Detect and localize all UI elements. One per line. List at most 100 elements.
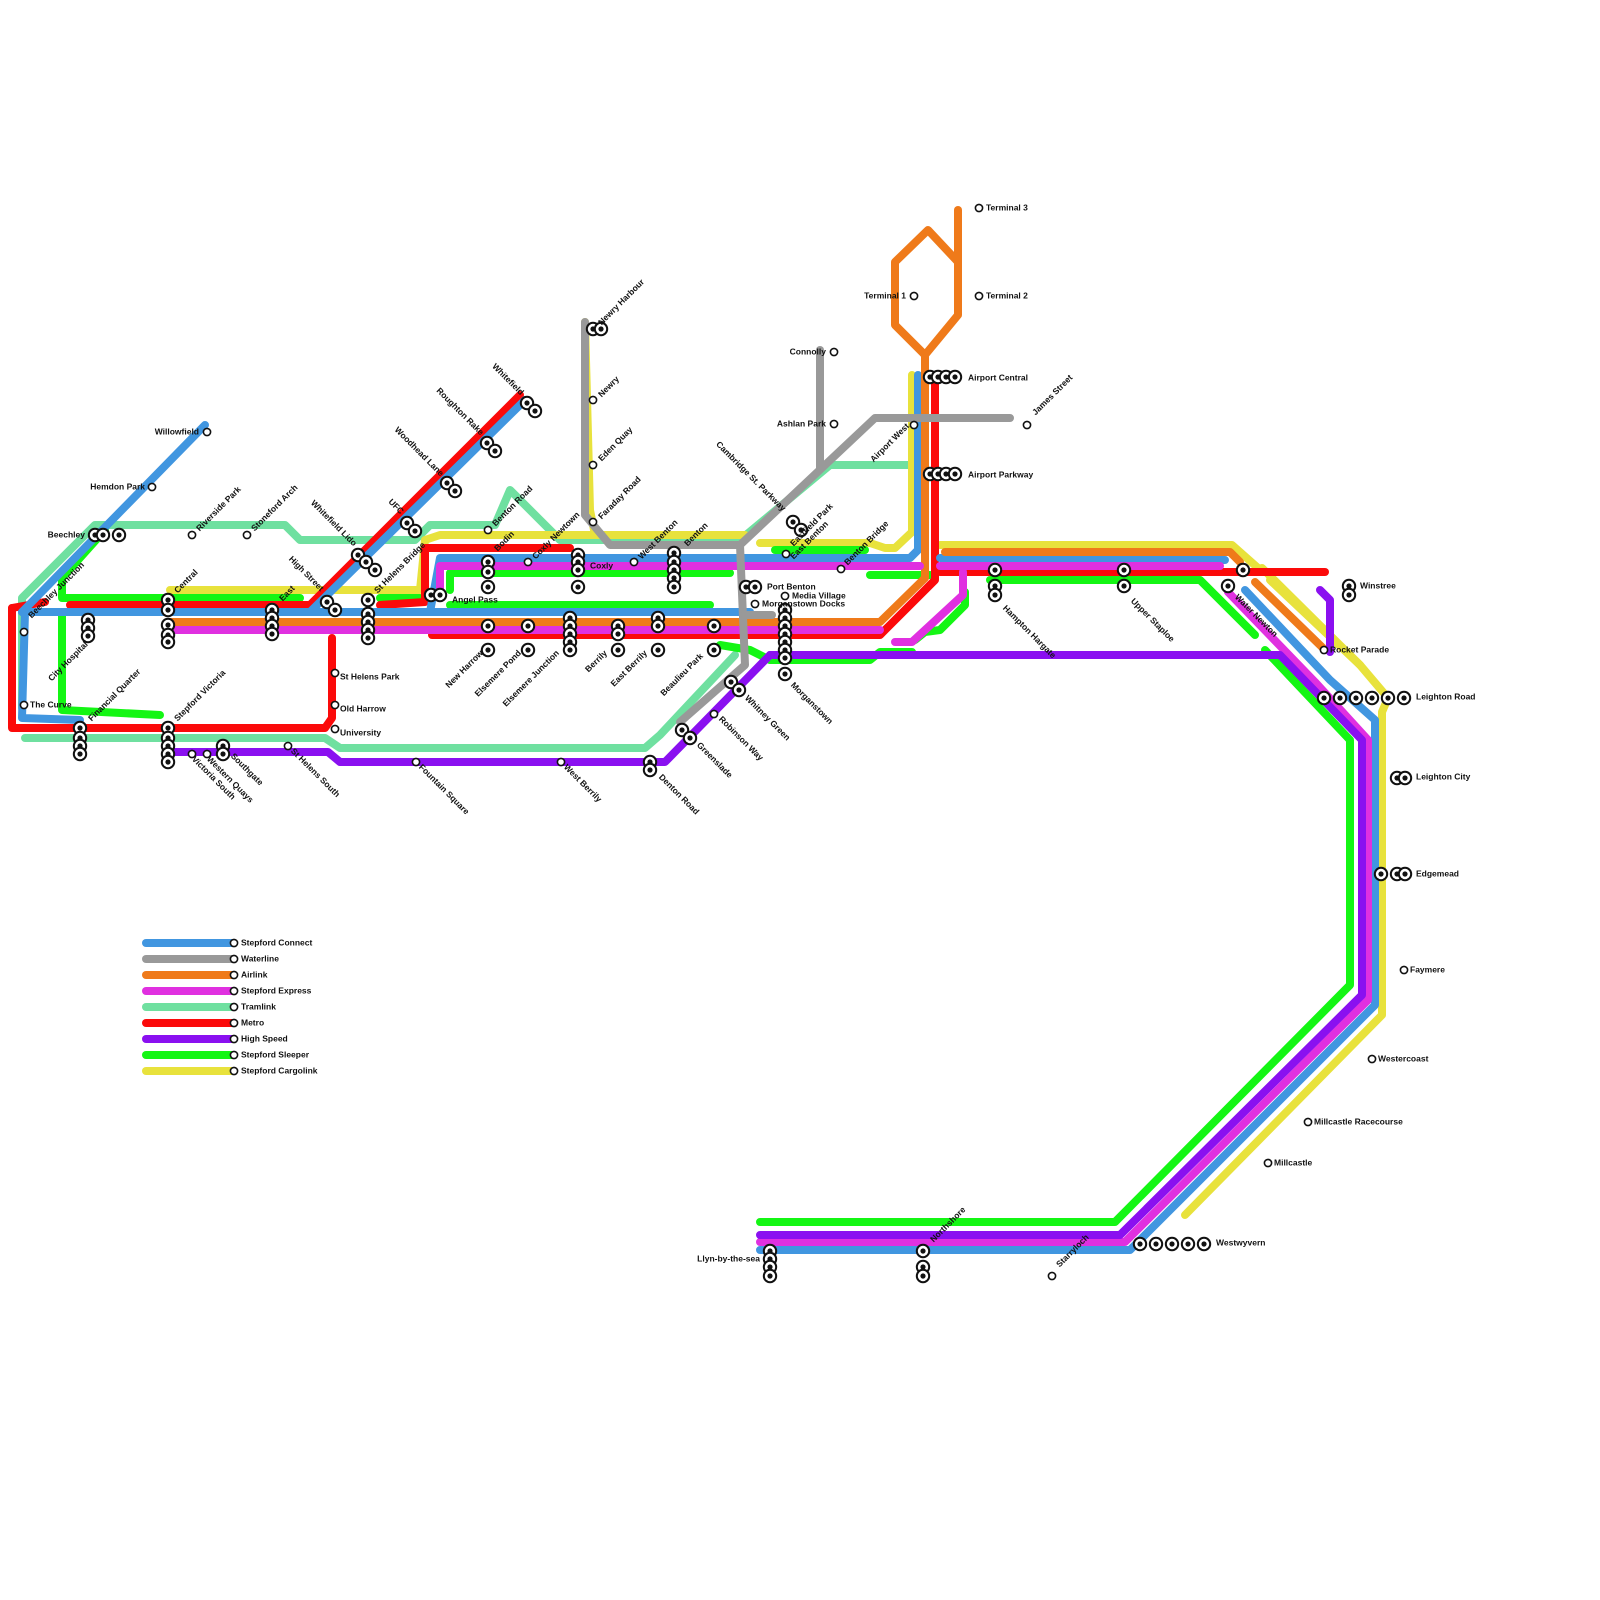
station-marker-old-harrow[interactable] bbox=[331, 701, 338, 708]
station-label-newry[interactable]: Newry bbox=[596, 374, 621, 399]
station-marker-terminal-3[interactable] bbox=[975, 204, 982, 211]
interchange-marker-elsemere-pond-1[interactable] bbox=[521, 619, 535, 633]
interchange-marker-upper-staploe-2[interactable] bbox=[1117, 579, 1131, 593]
interchange-marker-greenslade-2[interactable] bbox=[683, 731, 697, 745]
interchange-marker-east-4[interactable] bbox=[265, 627, 279, 641]
station-label-faraday-road[interactable]: Faraday Road bbox=[596, 474, 643, 521]
station-label-rocket-parade[interactable]: Rocket Parade bbox=[1330, 644, 1389, 654]
station-label-stepford-victoria[interactable]: Stepford Victoria bbox=[172, 667, 228, 723]
interchange-marker-denton-road-2[interactable] bbox=[643, 763, 657, 777]
station-marker-starryloch[interactable] bbox=[1048, 1272, 1055, 1279]
interchange-marker-benton-5[interactable] bbox=[667, 580, 681, 594]
station-marker-beechley-junction[interactable] bbox=[20, 628, 27, 635]
interchange-marker-leighton-road-4[interactable] bbox=[1365, 691, 1379, 705]
station-label-coxly[interactable]: Coxly bbox=[590, 560, 613, 570]
station-label-the-curve[interactable]: The Curve bbox=[30, 699, 72, 709]
interchange-marker-new-harrow-1[interactable] bbox=[481, 619, 495, 633]
station-label-terminal-2[interactable]: Terminal 2 bbox=[986, 290, 1028, 300]
station-label-woodhead-lane[interactable]: Woodhead Lane bbox=[393, 425, 447, 479]
interchange-marker-northshore-1[interactable] bbox=[916, 1244, 930, 1258]
station-label-hemdon-park[interactable]: Hemdon Park bbox=[90, 481, 145, 491]
station-label-airport-parkway[interactable]: Airport Parkway bbox=[968, 469, 1033, 479]
station-marker-fountain-square[interactable] bbox=[412, 758, 419, 765]
interchange-marker-leighton-city-2[interactable] bbox=[1398, 771, 1412, 785]
station-label-robinson-way[interactable]: Robinson Way bbox=[717, 714, 766, 763]
interchange-marker-airport-central-4[interactable] bbox=[948, 370, 962, 384]
interchange-marker-central-5[interactable] bbox=[161, 635, 175, 649]
interchange-marker-ufc-2[interactable] bbox=[408, 524, 422, 538]
station-label-whitney-green[interactable]: Whitney Green bbox=[743, 693, 792, 742]
station-label-newry-harbour[interactable]: Newry Harbour bbox=[596, 276, 647, 327]
station-marker-riverside-park[interactable] bbox=[188, 531, 195, 538]
station-label-westercoast[interactable]: Westercoast bbox=[1378, 1053, 1429, 1063]
station-label-st-helens-park[interactable]: St Helens Park bbox=[340, 671, 400, 681]
station-label-whitefield[interactable]: Whitefield bbox=[490, 361, 526, 397]
interchange-marker-elsemere-junction-5[interactable] bbox=[563, 643, 577, 657]
interchange-marker-leighton-road-3[interactable] bbox=[1349, 691, 1363, 705]
interchange-marker-hampton-hargate-1[interactable] bbox=[988, 563, 1002, 577]
interchange-marker-water-newton-1[interactable] bbox=[1236, 563, 1250, 577]
station-marker-connolly[interactable] bbox=[830, 348, 837, 355]
station-marker-the-curve[interactable] bbox=[20, 701, 27, 708]
interchange-marker-water-newton-2[interactable] bbox=[1221, 579, 1235, 593]
station-label-ashlan-park[interactable]: Ashlan Park bbox=[777, 418, 826, 428]
interchange-marker-st-helens-bridge-1[interactable] bbox=[361, 593, 375, 607]
interchange-marker-edgemead-1[interactable] bbox=[1374, 867, 1388, 881]
interchange-marker-berrily-3[interactable] bbox=[611, 643, 625, 657]
interchange-marker-angel-pass-2[interactable] bbox=[433, 588, 447, 602]
interchange-marker-whitefield-lido-2[interactable] bbox=[359, 555, 373, 569]
station-label-terminal-3[interactable]: Terminal 3 bbox=[986, 202, 1028, 212]
station-marker-stoneford-arch[interactable] bbox=[243, 531, 250, 538]
interchange-marker-bodin-3[interactable] bbox=[481, 580, 495, 594]
station-label-old-harrow[interactable]: Old Harrow bbox=[340, 703, 386, 713]
interchange-marker-east-berrily-3[interactable] bbox=[651, 643, 665, 657]
station-label-leighton-city[interactable]: Leighton City bbox=[1416, 771, 1471, 781]
station-marker-newry[interactable] bbox=[589, 396, 596, 403]
station-marker-ashlan-park[interactable] bbox=[830, 420, 837, 427]
station-label-faymere[interactable]: Faymere bbox=[1410, 964, 1445, 974]
station-marker-faraday-road[interactable] bbox=[589, 518, 596, 525]
station-label-fountain-square[interactable]: Fountain Square bbox=[417, 762, 472, 817]
interchange-marker-east-berrily-2[interactable] bbox=[651, 619, 665, 633]
station-label-airport-central[interactable]: Airport Central bbox=[968, 372, 1028, 382]
station-marker-st-helens-park[interactable] bbox=[331, 669, 338, 676]
interchange-marker-coxly-4[interactable] bbox=[571, 580, 585, 594]
interchange-marker-westwyvern-1[interactable] bbox=[1133, 1237, 1147, 1251]
station-label-millcastle[interactable]: Millcastle bbox=[1274, 1157, 1313, 1167]
station-label-edgemead[interactable]: Edgemead bbox=[1416, 868, 1459, 878]
station-label-eden-quay[interactable]: Eden Quay bbox=[596, 424, 635, 463]
interchange-marker-northshore-3[interactable] bbox=[916, 1269, 930, 1283]
station-label-westwyvern[interactable]: Westwyvern bbox=[1216, 1237, 1265, 1247]
interchange-marker-winstree-2[interactable] bbox=[1342, 588, 1356, 602]
interchange-marker-leighton-road-1[interactable] bbox=[1317, 691, 1331, 705]
interchange-marker-llyn-by-the-sea-4[interactable] bbox=[763, 1269, 777, 1283]
station-marker-james-street[interactable] bbox=[1023, 421, 1030, 428]
station-marker-robinson-way[interactable] bbox=[710, 710, 717, 717]
interchange-marker-coxly-3[interactable] bbox=[571, 563, 585, 577]
station-marker-millcastle-racecourse[interactable] bbox=[1304, 1118, 1311, 1125]
interchange-marker-leighton-road-6[interactable] bbox=[1397, 691, 1411, 705]
station-marker-coxly-newtown[interactable] bbox=[524, 558, 531, 565]
interchange-marker-central-2[interactable] bbox=[161, 603, 175, 617]
station-label-beechley[interactable]: Beechley bbox=[48, 529, 86, 539]
interchange-marker-airport-parkway-4[interactable] bbox=[948, 467, 962, 481]
station-marker-eden-quay[interactable] bbox=[589, 461, 596, 468]
station-label-leighton-road[interactable]: Leighton Road bbox=[1416, 691, 1476, 701]
station-marker-west-berrily[interactable] bbox=[557, 758, 564, 765]
station-label-connolly[interactable]: Connolly bbox=[790, 346, 827, 356]
station-marker-university[interactable] bbox=[331, 725, 338, 732]
interchange-marker-berrily-2[interactable] bbox=[611, 627, 625, 641]
station-label-james-street[interactable]: James Street bbox=[1030, 372, 1075, 417]
station-marker-hemdon-park[interactable] bbox=[148, 483, 155, 490]
interchange-marker-port-benton-2[interactable] bbox=[748, 580, 762, 594]
station-label-terminal-1[interactable]: Terminal 1 bbox=[864, 290, 906, 300]
station-marker-faymere[interactable] bbox=[1400, 966, 1407, 973]
interchange-marker-whitney-green-2[interactable] bbox=[732, 683, 746, 697]
station-marker-morganstown-docks[interactable] bbox=[751, 600, 758, 607]
interchange-marker-roughton-rake-2[interactable] bbox=[488, 444, 502, 458]
station-label-new-harrow[interactable]: New Harrow bbox=[443, 648, 485, 690]
interchange-marker-woodhead-lane-2[interactable] bbox=[448, 484, 462, 498]
interchange-marker-morganstown-8[interactable] bbox=[778, 667, 792, 681]
station-label-west-berrily[interactable]: West Berrily bbox=[562, 762, 604, 804]
interchange-marker-high-street-2[interactable] bbox=[328, 603, 342, 617]
